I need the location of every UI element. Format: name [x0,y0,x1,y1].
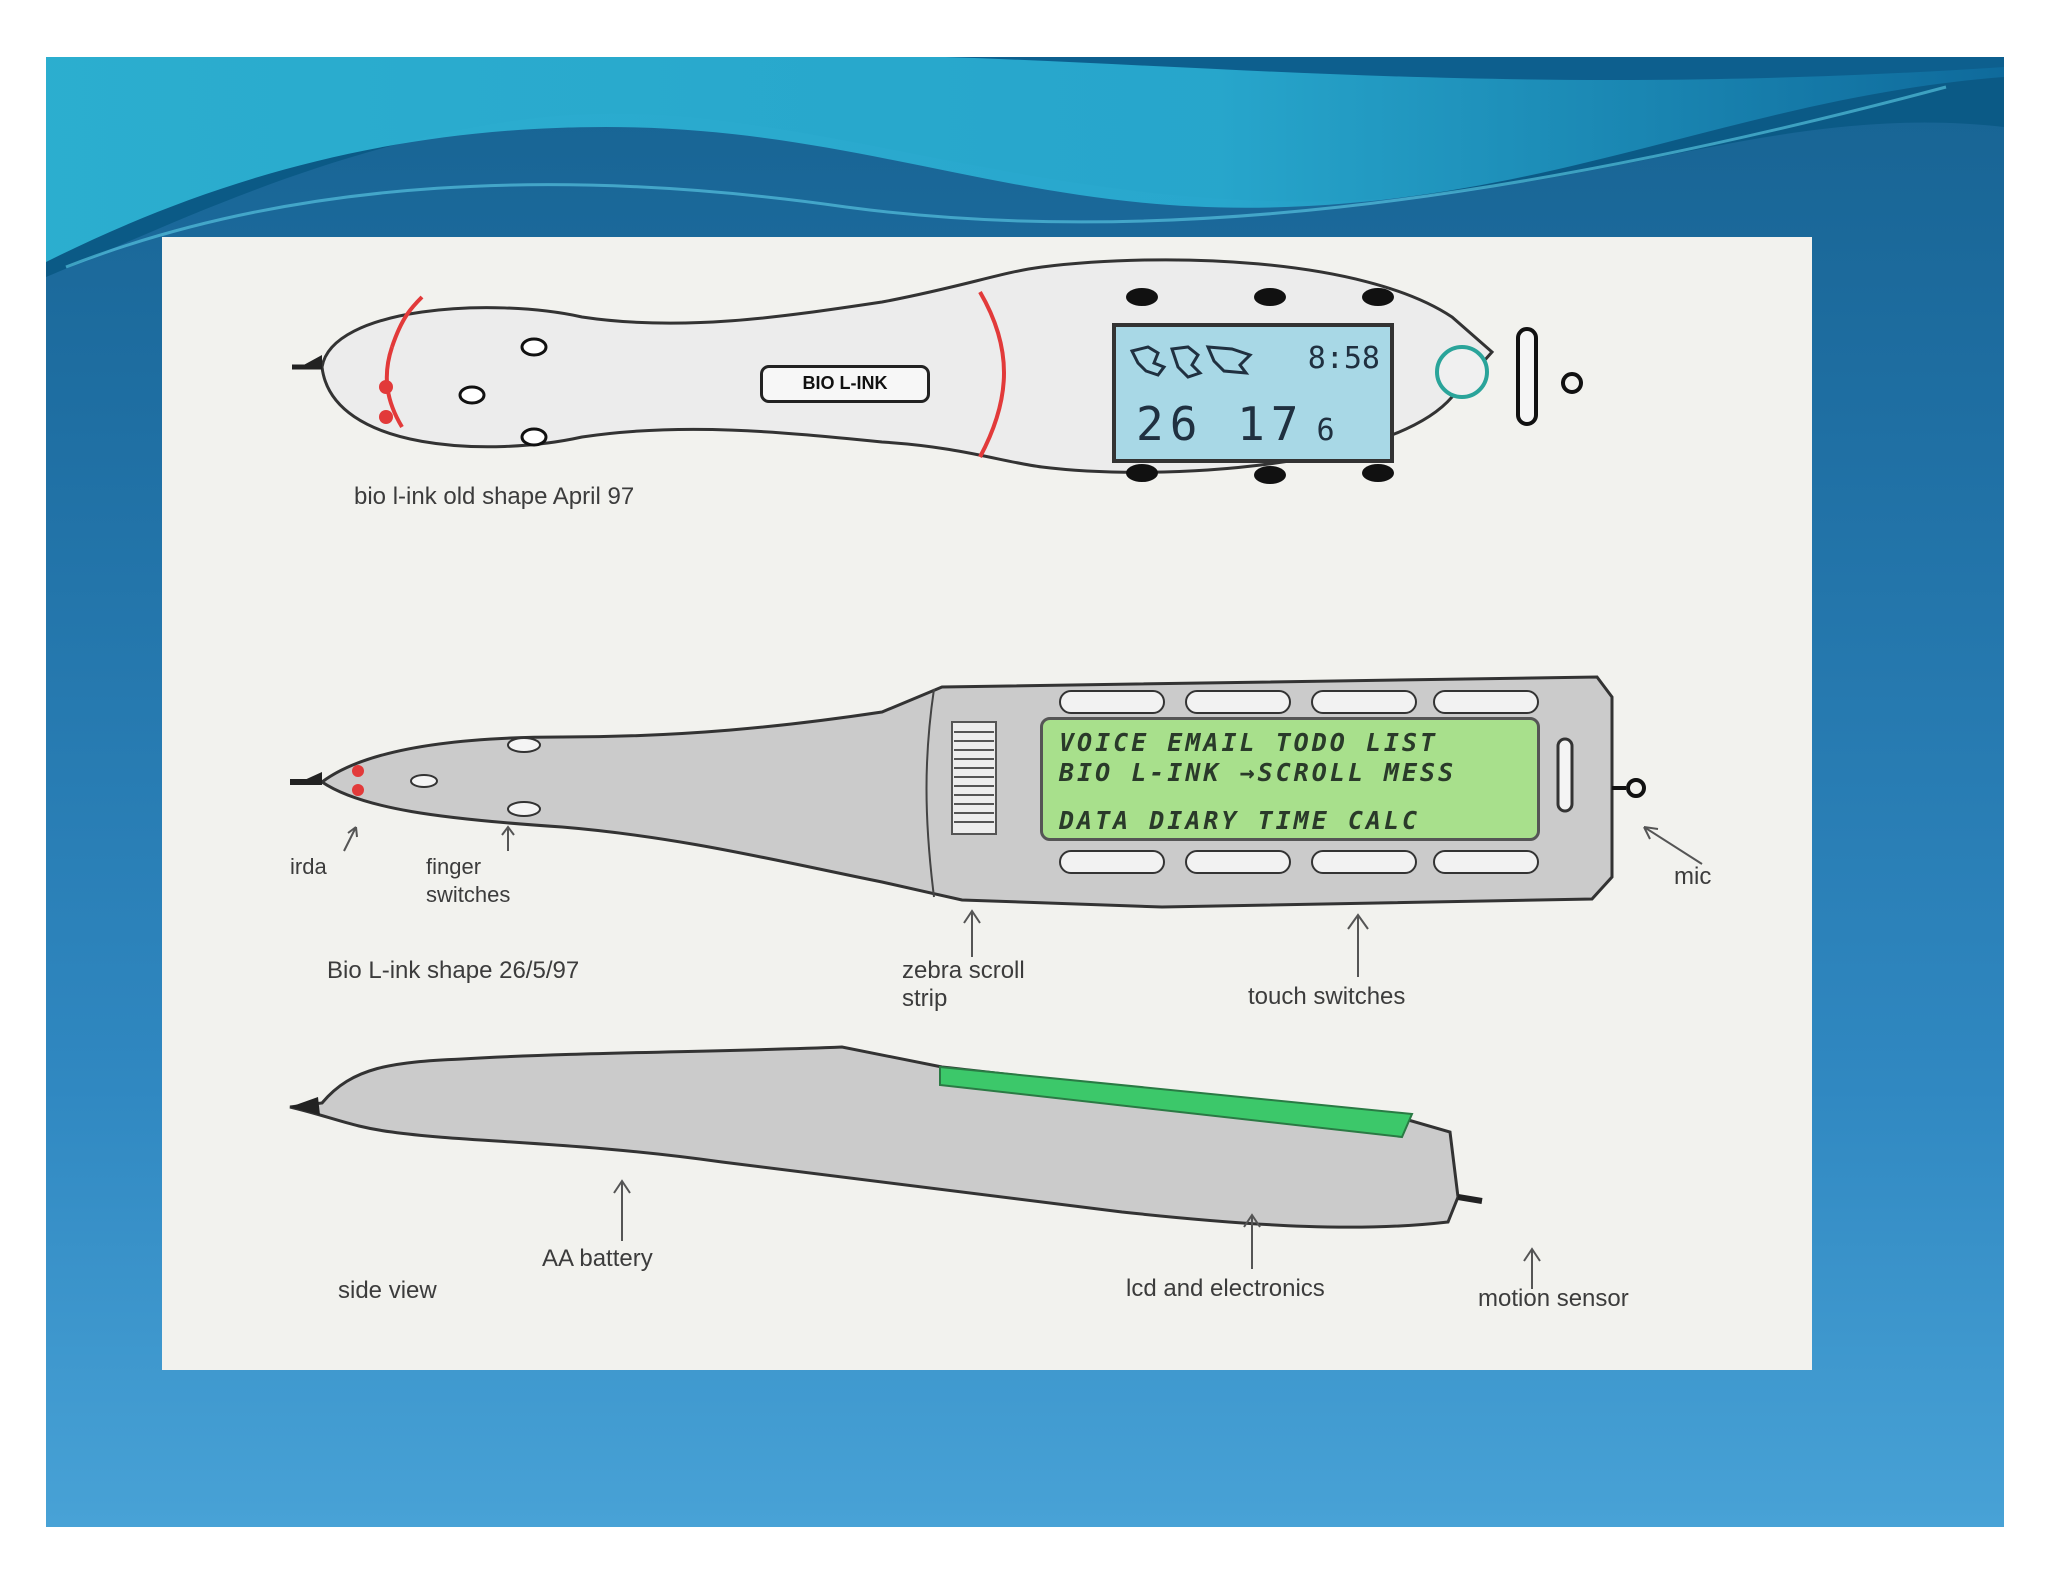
label-finger-switches: finger switches [426,854,511,907]
header-wave [46,57,2004,277]
caption-side-view: side view [338,1277,437,1304]
device-drawings [289,258,1703,1289]
label-motion-sensor: motion sensor [1478,1285,1629,1312]
label-lcd-electronics: lcd and electronics [1126,1275,1325,1302]
lcd-value-a: 26 [1136,397,1204,451]
middle-lcd-display: VOICE EMAIL TODO LIST BIO L-INK →SCROLL … [1040,717,1540,841]
lcd-line-2: BIO L-INK →SCROLL MESS [1059,758,1457,787]
brand-badge: BIO L-INK [760,365,930,403]
label-zebra-scroll-strip: zebra scroll strip [902,957,1025,1012]
label-aa-battery: AA battery [542,1245,653,1272]
top-lcd-display: 8:58 26 17 6 [1112,323,1394,463]
label-mic: mic [1674,863,1712,890]
world-map-icon [1129,345,1253,379]
side-view-device [289,1045,1541,1289]
lcd-value-b: 17 [1237,397,1305,451]
caption-new-shape: Bio L-ink shape 26/5/97 [327,957,580,984]
lcd-date-row: 26 17 6 [1136,397,1341,451]
slide: BIO L-INK 8:58 26 17 6 VOICE EMAIL TODO L… [46,57,2004,1527]
lcd-line-1: VOICE EMAIL TODO LIST [1059,728,1439,757]
label-irda: irda [290,854,327,879]
device-illustration: BIO L-INK 8:58 26 17 6 VOICE EMAIL TODO L… [162,237,1812,1370]
label-touch-switches: touch switches [1248,983,1406,1010]
lcd-value-c: 6 [1316,413,1341,448]
lcd-line-3: DATA DIARY TIME CALC [1059,806,1421,835]
lcd-time: 8:58 [1307,341,1380,376]
caption-old-shape: bio l-ink old shape April 97 [354,483,635,510]
